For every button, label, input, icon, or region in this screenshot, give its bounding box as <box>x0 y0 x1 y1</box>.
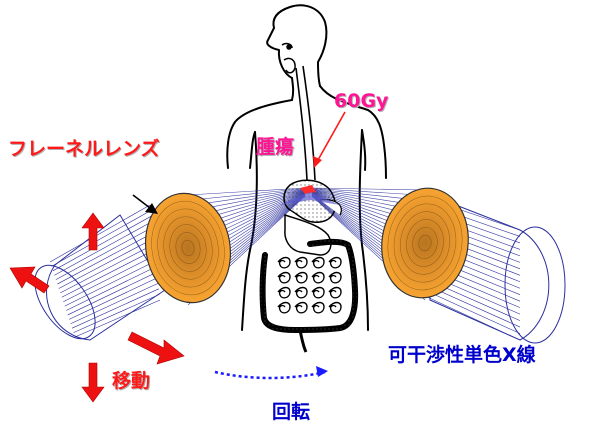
intestine-coil <box>312 258 324 268</box>
movement-label: 移動 <box>112 372 150 391</box>
intestine-coil <box>278 288 290 298</box>
fresnel-lens-label: フレーネルレンズ <box>8 140 160 159</box>
intestine-coil <box>278 273 290 283</box>
intestine-coil <box>312 273 324 283</box>
dose-label: 60Gy <box>334 92 388 111</box>
intestine-coil <box>278 303 290 313</box>
intestine-coil <box>312 288 324 298</box>
intestine-coil <box>295 258 307 268</box>
lens-pointer-line <box>133 195 150 208</box>
intestine-coil <box>329 303 341 313</box>
intestine-coil <box>295 273 307 283</box>
intestine-coil <box>312 303 324 313</box>
intestine-coil <box>329 288 341 298</box>
dose-pointer-arrowhead <box>313 156 322 168</box>
dose-pointer-line <box>318 112 345 160</box>
tumor-label: 腫瘍 <box>256 138 294 157</box>
dotted-arrow-icon <box>215 366 328 378</box>
intestine-coil <box>295 288 307 298</box>
esophagus <box>296 66 315 180</box>
intestine-coil <box>278 258 290 268</box>
intestine-coil <box>295 303 307 313</box>
intestine-coil <box>329 258 341 268</box>
intestine-coil <box>329 273 341 283</box>
rotation-label: 回転 <box>272 403 310 422</box>
coherent-xray-label: 可干渉性単色X線 <box>388 346 536 365</box>
